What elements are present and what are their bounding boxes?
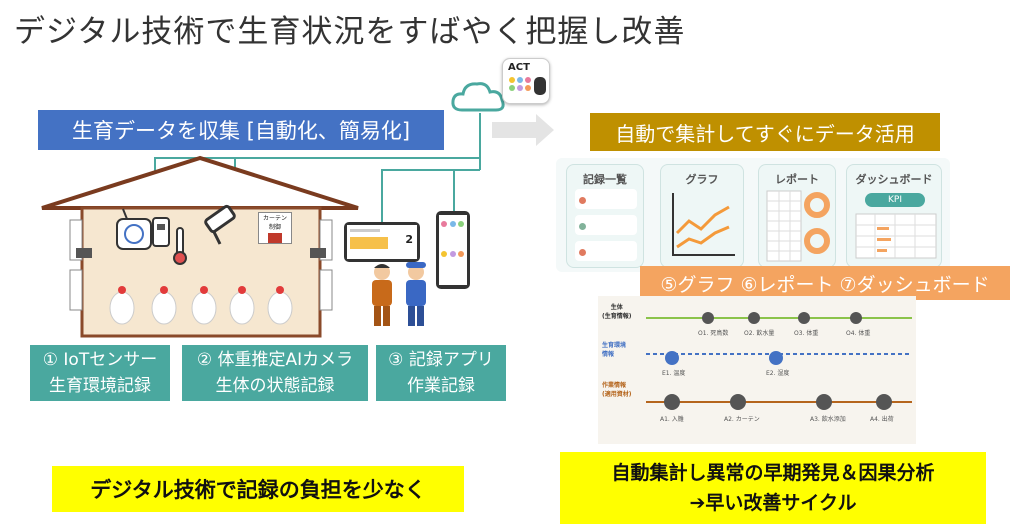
auto-banner: 自動で集計してすぐにデータ活用 [590,113,940,151]
curtain-control-panel: カーテン 制御 [258,212,292,244]
tablet-highlight [350,237,388,249]
feature-iot-line2: 生育環境記録 [49,376,151,396]
tablet-device: 2 [344,222,420,262]
feature-record-app: ③ 記録アプリ 作業記録 [376,345,506,401]
screen-graph: グラフ [660,164,744,268]
tablet-value: 2 [405,233,413,246]
screen-dashboard: ダッシュボード KPI [846,164,942,268]
dashboard-table-icon [855,213,937,259]
timeline-top-event: O2. 飲水量 [744,330,775,337]
timeline-mid-event: E2. 湿度 [766,370,790,377]
flow-arrow-icon [492,114,554,146]
timeline-row-work-label2: (適用資材) [602,391,632,398]
timeline-lines [646,312,912,410]
thermometer-icon [173,227,187,265]
timeline-row-work: 作業情報 (適用資材) [602,380,632,398]
timeline-row-bio-label1: 生体 [610,304,623,311]
screen-dashboard-title: ダッシュボード [855,173,933,186]
curtain-card-sub: 制御 [268,224,281,231]
logo-dots-icon [509,77,546,95]
timeline-row-env-label1: 生育環境 [602,342,627,349]
chickens-illustration [109,286,293,325]
tablet-bar [350,229,380,232]
feature-app-line2: 作業記録 [407,376,475,396]
collect-banner: 生育データを収集 [自動化、簡易化] [38,110,444,150]
timeline-bottom-event: A4. 出荷 [870,416,894,423]
smartphone-device [436,211,470,289]
bottom-right-line1: 自動集計し異常の早期発見＆因果分析 [611,462,935,484]
workers-illustration [372,262,426,326]
timeline-top-event: O1. 死鳥数 [698,330,729,337]
act-logo-text: ACT [508,62,530,73]
outputs-banner: ⑤グラフ ⑥レポート ⑦ダッシュボード [640,266,1010,300]
act-logo: ACT [502,58,550,104]
page-title: デジタル技術で生育状況をすばやく把握し改善 [14,14,686,50]
meter-icon [116,208,152,250]
timeline-panel: 生体 (生育情報) 生育環境 情報 作業情報 (適用資材) O1. 死鳥数 O2… [598,296,916,444]
list-row [575,241,637,261]
feature-iot-sensor: ① IoTセンサー 生育環境記録 [30,345,170,401]
feature-camera-line1: ② 体重推定AIカメラ [196,350,354,370]
report-icon [766,190,830,262]
feature-iot-line1: ① IoTセンサー [42,350,158,370]
kpi-badge: KPI [865,193,925,207]
screen-report: レポート [758,164,836,268]
screen-record-list-title: 記録一覧 [583,173,627,186]
curtain-indicator-icon [268,233,282,243]
timeline-bottom-event: A1. 入雛 [660,416,684,423]
sensor-device-icon [152,217,170,247]
line-graph-icon [672,193,735,256]
timeline-row-bio: 生体 (生育情報) [602,302,632,320]
feature-camera-line2: 生体の状態記録 [215,376,335,396]
timeline-top-event: O3. 体重 [794,330,819,337]
timeline-row-env-label2: 情報 [602,351,615,358]
timeline-row-bio-label2: (生育情報) [602,313,632,320]
timeline-top-event: O4. 体重 [846,330,871,337]
bottom-right-message: 自動集計し異常の早期発見＆因果分析 ➔早い改善サイクル [560,452,986,524]
timeline-bottom-event: A2. カーテン [724,416,760,423]
timeline-row-work-label1: 作業情報 [602,382,627,389]
list-row [575,215,637,235]
screen-record-list: 記録一覧 [566,164,644,268]
curtain-card-title: カーテン [262,215,287,222]
camera-icon [204,204,236,245]
screen-graph-title: グラフ [685,173,719,186]
list-row [575,189,637,209]
feature-ai-camera: ② 体重推定AIカメラ 生体の状態記録 [182,345,368,401]
feature-app-line1: ③ 記録アプリ [388,350,494,370]
timeline-bottom-event: A3. 飲水添加 [810,416,846,423]
cloud-icon [451,82,505,112]
bottom-left-message: デジタル技術で記録の負担を少なく [52,466,464,512]
bottom-right-line2: ➔早い改善サイクル [689,492,857,514]
screen-report-title: レポート [775,173,819,186]
timeline-row-env: 生育環境 情報 [602,340,626,358]
timeline-mid-event: E1. 温度 [662,370,686,377]
